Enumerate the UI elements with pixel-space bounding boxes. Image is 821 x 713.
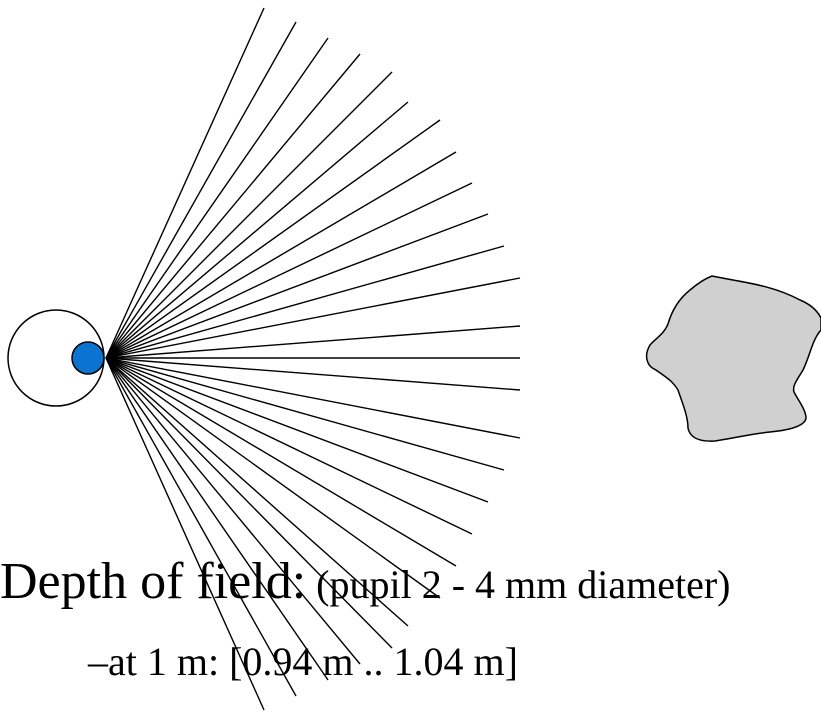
observed-object xyxy=(645,275,821,442)
light-ray xyxy=(105,119,441,359)
light-ray xyxy=(105,357,329,681)
light-ray xyxy=(105,182,473,359)
light-ray xyxy=(105,357,521,439)
caption-example: –at 1 m: [0.94 m .. 1.04 m] xyxy=(88,639,518,684)
light-ray xyxy=(105,357,505,471)
light-ray xyxy=(105,71,393,359)
light-ray xyxy=(105,357,393,649)
light-ray xyxy=(105,7,265,359)
light-ray xyxy=(105,277,521,359)
light-ray xyxy=(105,357,409,627)
light-ray xyxy=(105,213,489,359)
light-ray xyxy=(105,245,505,359)
light-ray xyxy=(105,357,457,567)
light-ray xyxy=(105,325,521,359)
light-ray xyxy=(105,357,489,503)
light-ray xyxy=(105,357,265,711)
light-ray xyxy=(105,357,473,535)
caption-line-1: Depth of field: (pupil 2 - 4 mm diameter… xyxy=(0,556,730,608)
light-ray xyxy=(105,357,441,599)
light-ray xyxy=(105,151,457,359)
light-ray xyxy=(105,37,329,359)
light-ray xyxy=(105,101,409,359)
caption-detail: (pupil 2 - 4 mm diameter) xyxy=(306,562,731,607)
light-ray xyxy=(105,357,521,391)
light-ray xyxy=(105,357,297,697)
light-ray xyxy=(105,357,361,665)
pupil xyxy=(71,341,105,375)
light-rays xyxy=(105,7,521,711)
light-ray xyxy=(105,21,297,359)
light-ray xyxy=(105,53,361,359)
caption-heading: Depth of field: xyxy=(0,553,307,610)
